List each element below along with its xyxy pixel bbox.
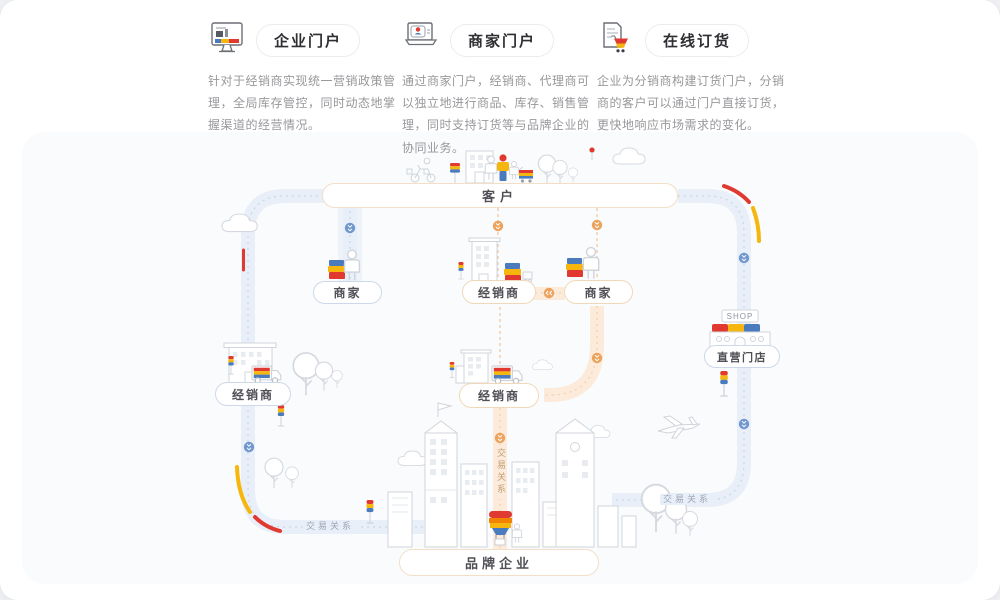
feature-title: 在线订货 (645, 24, 750, 57)
road-label-transaction-center: 交易关系 (495, 445, 506, 499)
feature-description: 通过商家门户，经销商、代理商可以独立地进行商品、库存、销售管理，同时支持订货等与… (402, 74, 590, 155)
document-cart-icon (597, 20, 635, 61)
node-distributor-left: 经销商 (215, 382, 291, 406)
feature-description: 企业为分销商构建订货门户，分销商的客户可以通过门户直接订货，更快地响应市场需求的… (597, 74, 785, 133)
laptop-user-icon (402, 20, 440, 61)
feature-header: 企业门户 (208, 20, 400, 61)
monitor-icon (208, 20, 246, 61)
node-distributor-center: 经销商 (459, 383, 539, 408)
road-label-transaction-left: 交易关系 (303, 521, 358, 532)
node-merchant-left: 商家 (313, 281, 382, 304)
feature-merchant-portal: 商家门户 通过商家门户，经销商、代理商可以独立地进行商品、库存、销售管理，同时支… (402, 20, 594, 159)
feature-header: 在线订货 (597, 20, 789, 61)
node-brand-enterprise: 品牌企业 (399, 549, 599, 576)
feature-title: 企业门户 (256, 24, 361, 57)
feature-online-ordering: 在线订货 企业为分销商构建订货门户，分销商的客户可以通过门户直接订货，更快地响应… (597, 20, 789, 137)
node-customer: 客户 (322, 183, 678, 208)
feature-enterprise-portal: 企业门户 针对于经销商实现统一营销政策管理，全局库存管控，同时动态地掌握渠道的经… (208, 20, 400, 137)
feature-title: 商家门户 (450, 24, 555, 57)
node-distributor-top: 经销商 (462, 280, 536, 304)
node-merchant-right: 商家 (564, 280, 633, 304)
road-label-transaction-right: 交易关系 (660, 494, 715, 505)
feature-description: 针对于经销商实现统一营销政策管理，全局库存管控，同时动态地掌握渠道的经营情况。 (208, 74, 396, 133)
feature-header: 商家门户 (402, 20, 594, 61)
node-direct-store: 直营门店 (704, 345, 780, 368)
